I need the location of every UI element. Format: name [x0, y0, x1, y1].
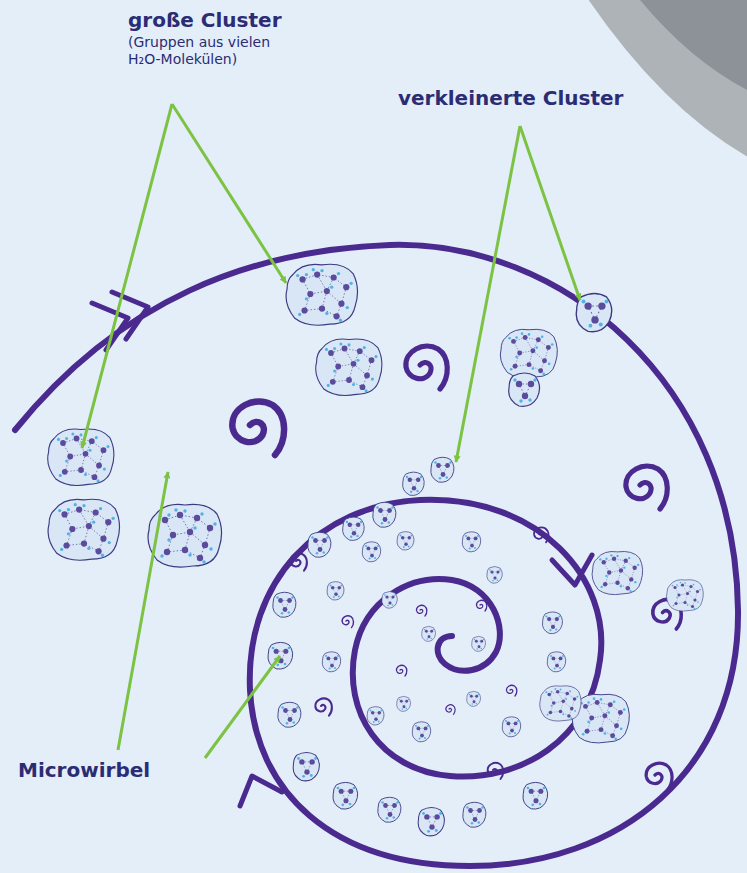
art-part [343, 517, 365, 540]
photo-corner-shade [640, 0, 747, 90]
art-part [463, 802, 486, 827]
art-part [278, 702, 301, 727]
art-part [293, 753, 319, 781]
art-part [626, 466, 667, 509]
art-part [520, 126, 580, 300]
art-part [118, 472, 168, 750]
art-part [48, 429, 114, 485]
art-part [456, 126, 520, 462]
art-part [232, 401, 284, 455]
art-part [342, 616, 353, 628]
art-part [286, 264, 357, 325]
art-part [418, 808, 444, 836]
art-part [290, 553, 307, 570]
art-part [547, 652, 566, 672]
micro-vortices [232, 346, 681, 790]
art-part [592, 551, 643, 594]
photo-edge [585, 0, 747, 160]
art-part [523, 782, 548, 809]
art-part [576, 293, 611, 331]
cluster-note: (Gruppen aus vielen H₂O-Molekülen) [128, 34, 303, 68]
art-part [472, 636, 486, 651]
art-part [362, 542, 381, 562]
art-part [500, 329, 557, 378]
art-part [48, 499, 119, 560]
art-part [205, 656, 280, 758]
art-part [509, 373, 540, 406]
art-part [646, 763, 672, 790]
art-part [552, 555, 592, 585]
cluster-heading: verkleinerte Cluster [398, 86, 623, 110]
art-part [397, 696, 411, 711]
art-part [316, 339, 382, 395]
art-part [534, 527, 548, 542]
vortex-label: Microwirbel [18, 758, 150, 782]
art-part [467, 691, 481, 706]
cluster-heading: große Cluster [128, 8, 282, 32]
art-part [431, 457, 454, 482]
art-part [322, 652, 341, 672]
art-part [406, 346, 447, 389]
art-part [506, 685, 516, 696]
art-part [403, 472, 425, 495]
art-part [82, 104, 172, 448]
small-clusters [268, 293, 612, 835]
photo-corner [585, 0, 747, 160]
art-part [412, 722, 431, 742]
art-part [446, 705, 455, 715]
art-part [378, 797, 401, 822]
art-part [172, 104, 286, 283]
art-part [487, 567, 502, 584]
leader-arrows [82, 104, 580, 758]
art-part [315, 698, 332, 715]
flow-chevrons [92, 292, 592, 806]
art-part [422, 626, 436, 641]
art-part [476, 600, 486, 611]
art-part [240, 776, 282, 806]
art-part [397, 532, 414, 550]
main-spiral [15, 245, 738, 866]
art-part [327, 582, 344, 600]
art-part [502, 717, 521, 737]
art-part [462, 532, 481, 552]
art-part [382, 592, 397, 609]
art-part [273, 592, 296, 617]
art-part [333, 782, 358, 809]
art-part [540, 686, 581, 721]
art-part [308, 532, 331, 557]
art-part [542, 612, 562, 634]
art-part [667, 580, 704, 611]
art-part [488, 763, 504, 779]
art-part [396, 665, 406, 676]
large-clusters [48, 264, 704, 743]
art-part [367, 707, 384, 725]
art-part [373, 502, 396, 527]
art-part [416, 605, 426, 616]
